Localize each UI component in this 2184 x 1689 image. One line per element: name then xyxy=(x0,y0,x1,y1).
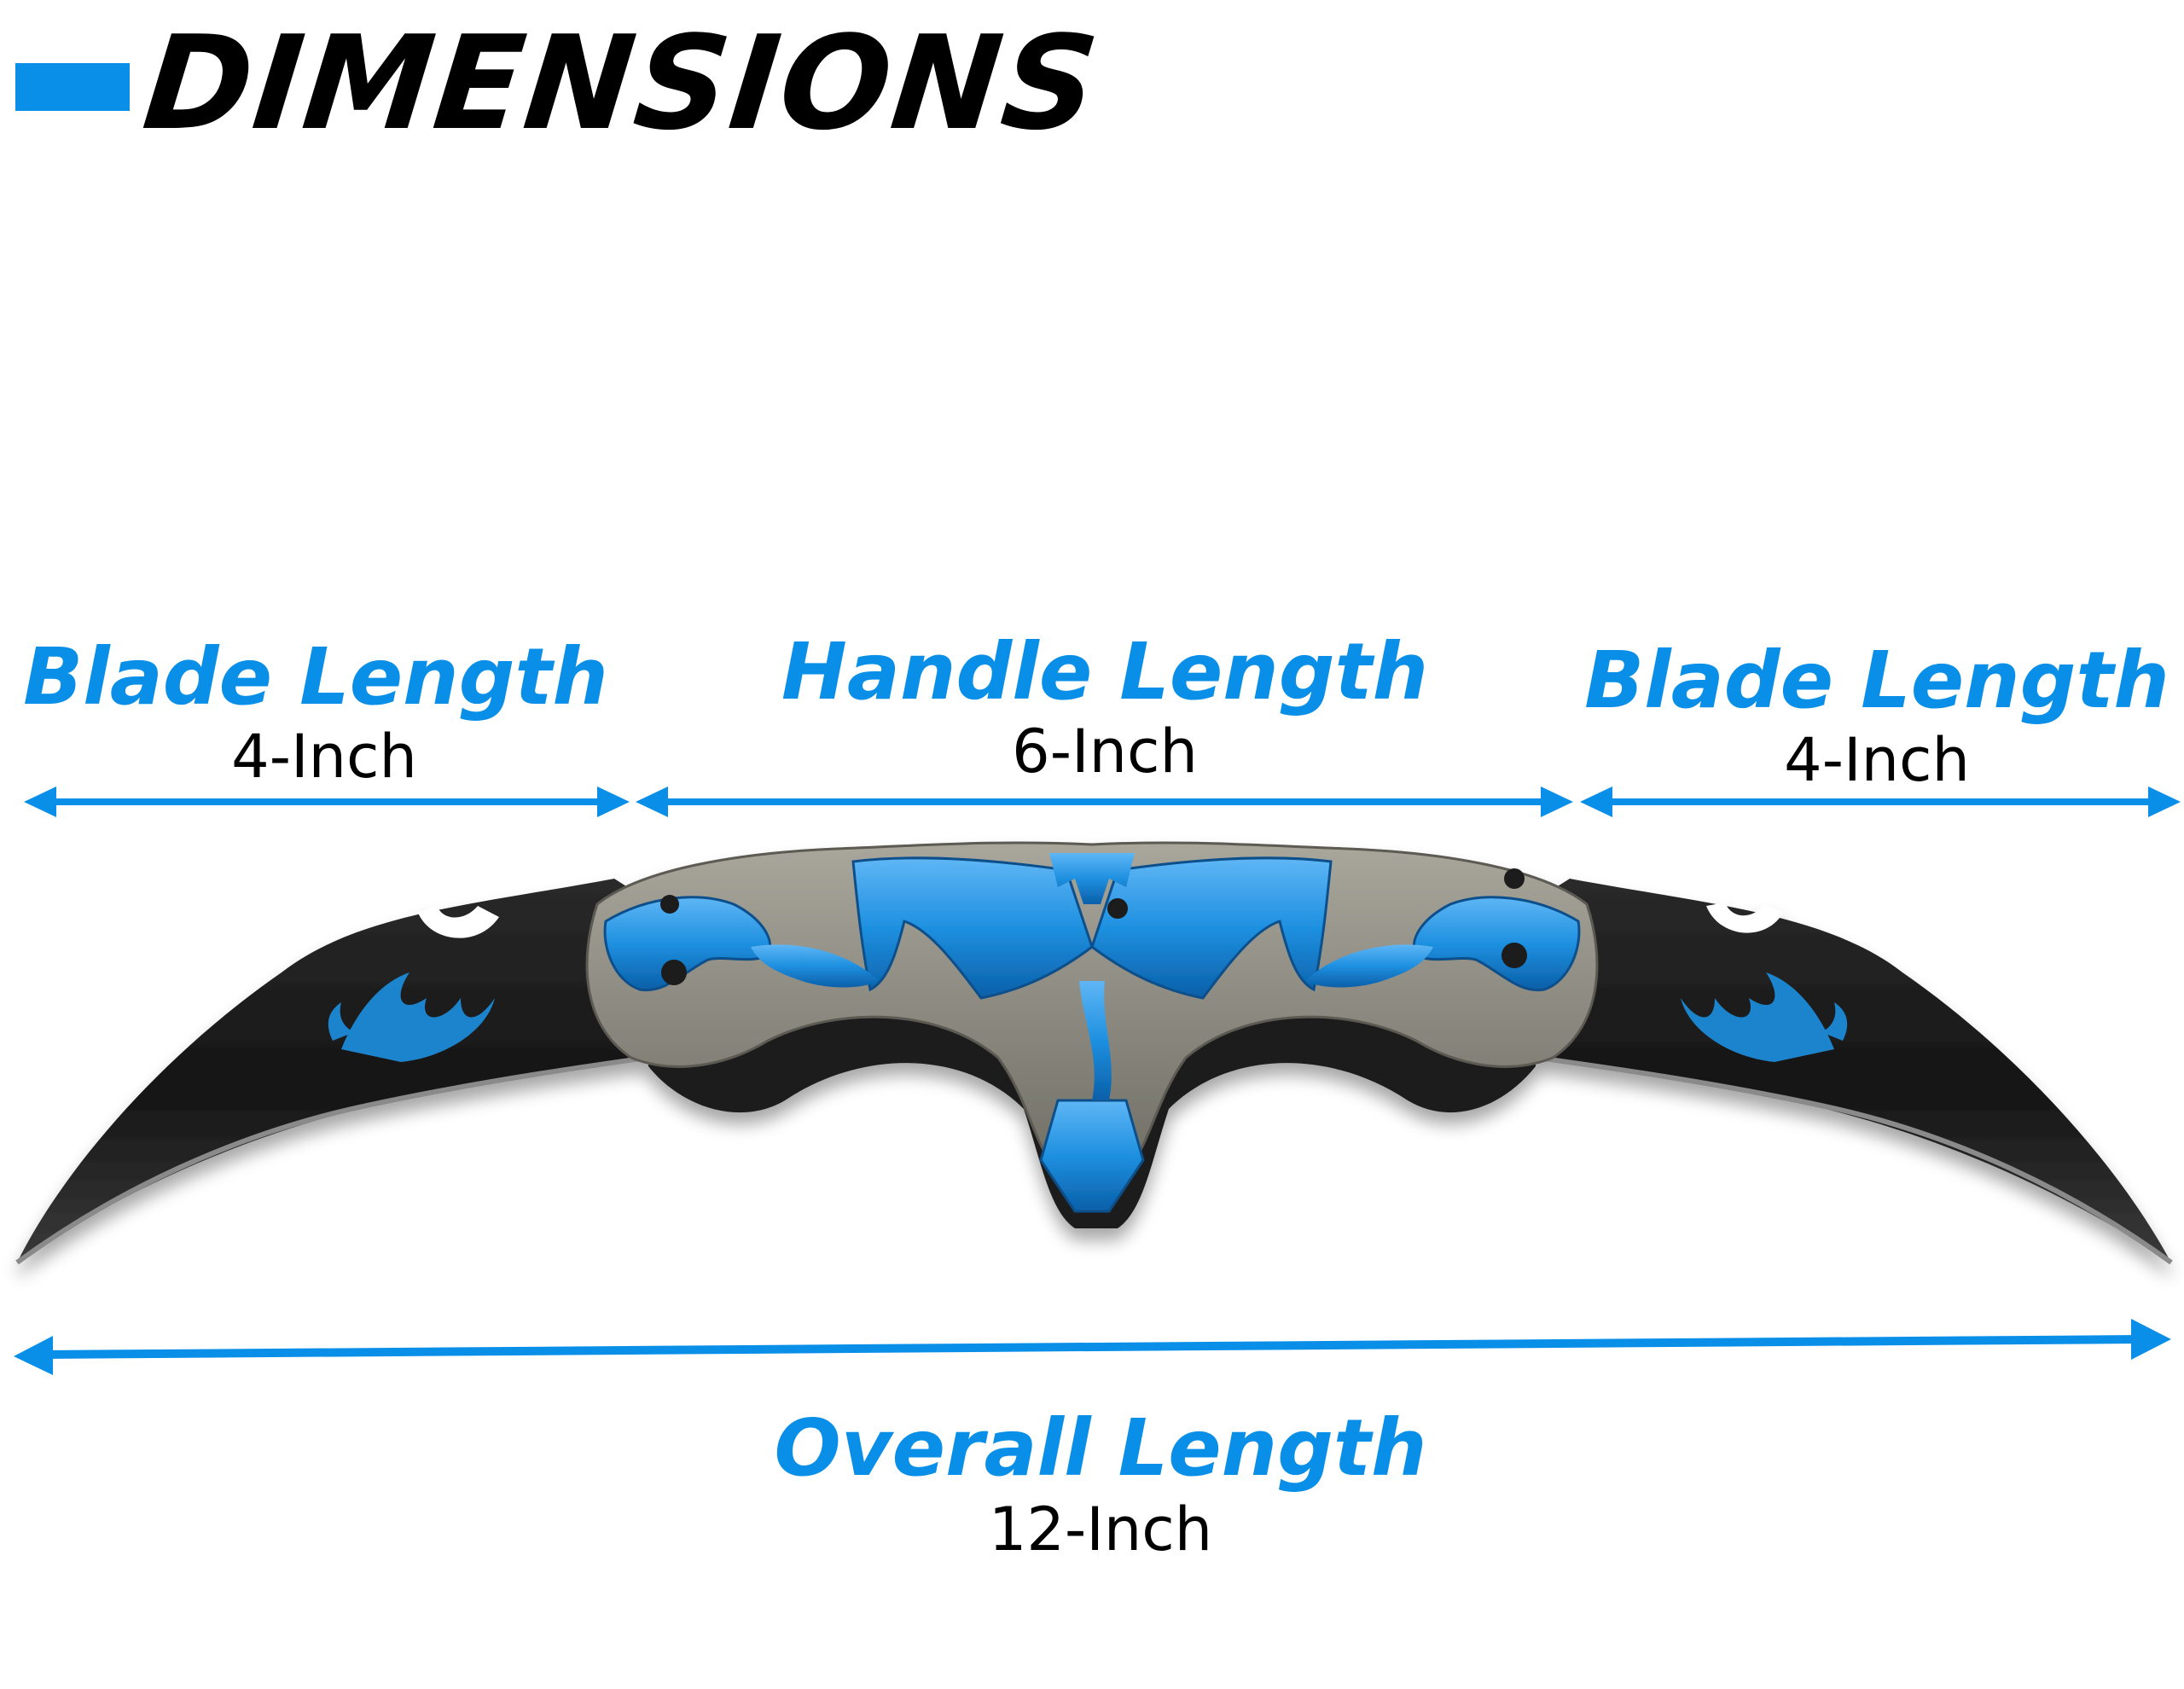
overall-value: 12-Inch xyxy=(988,1495,1213,1564)
left-dragon-body xyxy=(751,944,879,988)
right-dragon-body xyxy=(1305,944,1433,988)
handle-label: Handle Length xyxy=(781,626,1429,717)
left-blade-notch xyxy=(418,906,499,938)
knife-image xyxy=(15,841,2173,1265)
screw-icon xyxy=(1107,898,1128,919)
left-dragon-head xyxy=(603,896,772,992)
blade-left-value: 4-Inch xyxy=(231,722,417,792)
right-blade-edge xyxy=(1475,1047,2173,1265)
handle-arrow xyxy=(636,786,1573,817)
right-flame-icon xyxy=(1681,972,1848,1062)
left-blade-edge xyxy=(15,1047,709,1265)
top-emblem xyxy=(1049,853,1135,904)
blade-right-value: 4-Inch xyxy=(1784,725,1970,795)
blade-right-label: Blade Length xyxy=(1584,635,2169,726)
right-blade xyxy=(1476,879,2171,1262)
screw-icon xyxy=(661,960,687,985)
overall-label: Overall Length xyxy=(774,1402,1427,1494)
pommel xyxy=(1039,1099,1145,1213)
blade-left-arrow xyxy=(24,786,630,817)
header-accent-bar xyxy=(15,63,130,111)
left-blade xyxy=(17,879,708,1262)
blade-right-arrow xyxy=(1580,786,2181,817)
overall-arrow xyxy=(14,1319,2171,1375)
screw-icon xyxy=(1502,943,1527,968)
handle-value: 6-Inch xyxy=(1012,717,1198,786)
dragon-spine xyxy=(1079,981,1112,1100)
screw-icon xyxy=(660,895,679,914)
right-dragon-head xyxy=(1412,896,1581,992)
screw-icon xyxy=(1504,868,1525,889)
right-blade-notch xyxy=(1706,903,1783,933)
blade-left-label: Blade Length xyxy=(23,631,608,723)
left-flame-icon xyxy=(328,972,495,1062)
